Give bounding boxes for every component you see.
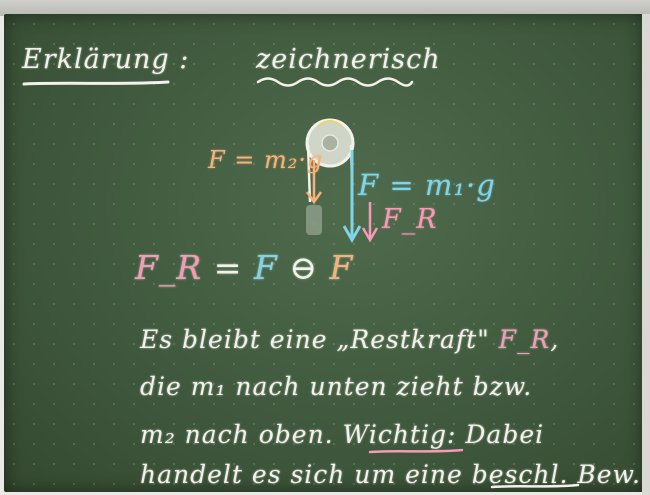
friction-force-label: F_R: [382, 204, 438, 235]
beschl-underline: [490, 483, 580, 489]
text-line-1-main: Es bleibt eine „Restkraft": [140, 325, 490, 354]
heading-underline: [22, 80, 170, 86]
text-line-4-main: handelt es sich um eine: [140, 460, 463, 489]
resultant-equation: F_R = F ⊖ F: [135, 248, 353, 287]
chalkboard: [4, 14, 644, 492]
equation-equals: =: [213, 248, 243, 287]
text-line-3-main: m₂ nach oben.: [140, 420, 334, 449]
board-frame-top: [0, 0, 650, 16]
text-line-2: die m₁ nach unten zieht bzw.: [140, 372, 533, 401]
text-line-1: Es bleibt eine „Restkraft" F_R,: [140, 325, 559, 354]
equation-operator: ⊖: [289, 248, 318, 287]
text-line-3-important: Wichtig:: [342, 420, 457, 449]
text-line-4: handelt es sich um eine beschl. Bew.: [140, 460, 641, 489]
equation-term1: F: [253, 248, 278, 287]
pulley-icon: [305, 118, 355, 168]
wichtig-underline: [368, 448, 464, 454]
text-line-3: m₂ nach oben. Wichtig: Dabei: [140, 420, 544, 449]
subheading: zeichnerisch: [256, 44, 441, 75]
board-frame-right: [642, 14, 650, 495]
text-line-3-end: Dabei: [465, 420, 545, 449]
force-m1-label: F = m₁·g: [358, 168, 496, 202]
subheading-wavy-underline: [256, 77, 414, 87]
rope-left: [306, 144, 312, 203]
text-line-1-fr: F_R: [498, 325, 551, 354]
heading: Erklärung :: [22, 44, 190, 75]
arrow-down-icon: [361, 202, 379, 243]
text-line-4-end: Bew.: [577, 460, 641, 489]
mass-smudge: [306, 205, 322, 235]
text-line-1-comma: ,: [550, 325, 560, 354]
text-line-4-beschl: beschl.: [471, 460, 569, 489]
equation-lhs: F_R: [135, 248, 203, 287]
arrow-down-icon: [305, 160, 323, 205]
arrow-down-icon: [342, 150, 362, 244]
equation-term2: F: [329, 248, 354, 287]
force-m2-label: F = m₂·g: [208, 146, 324, 174]
